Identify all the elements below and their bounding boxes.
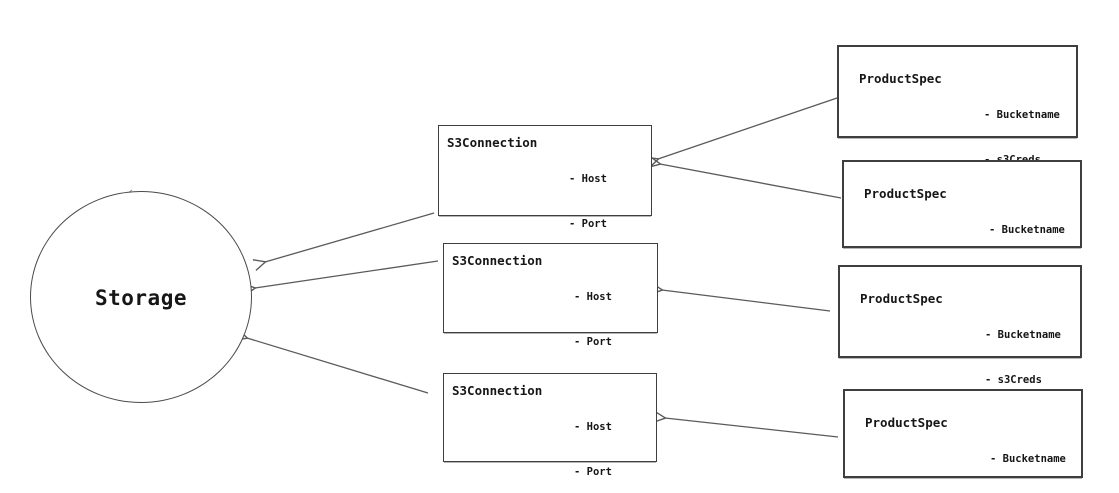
node-attribute: - s3Creds [985, 374, 1042, 386]
node-attributes: - Host - Port - TLS [574, 390, 612, 493]
node-attribute: - Bucketname [985, 329, 1061, 341]
s3-connection-node-1: S3Connection - Host - Port - TLS [438, 125, 652, 275]
storage-label: Storage [94, 286, 187, 310]
node-attributes: - Bucketname - s3Creds [990, 422, 1066, 493]
s3-connection-node-2: S3Connection - Host - Port - TLS [443, 243, 658, 393]
product-spec-node-4: ProductSpec - Bucketname - s3Creds [843, 389, 1083, 478]
arrow-s3connection2-to-storage [255, 260, 439, 288]
product-spec-node-1: ProductSpec - Bucketname - s3Creds [837, 45, 1078, 166]
storage-node: Storage [30, 191, 252, 403]
node-attribute: - Port [574, 336, 612, 348]
node-attribute: - Host [569, 173, 607, 185]
node-attributes: - Bucketname - s3Creds [985, 298, 1061, 418]
node-attribute: - Bucketname [990, 453, 1066, 465]
node-attribute: - Bucketname [989, 224, 1065, 236]
node-title: S3Connection [452, 383, 543, 398]
node-title: S3Connection [452, 253, 543, 268]
node-title: ProductSpec [860, 291, 943, 306]
product-spec-node-2: ProductSpec - Bucketname - s3Creds [842, 160, 1082, 281]
s3-connection-node-3: S3Connection - Host - Port - TLS [443, 373, 657, 478]
product-spec-node-3: ProductSpec - Bucketname - s3Creds [838, 265, 1082, 386]
node-title: ProductSpec [865, 415, 948, 430]
arrow-productspec1-to-s3connection1 [658, 97, 838, 159]
arrow-productspec3-to-s3connection2 [662, 290, 831, 312]
arrow-productspec4-to-s3connection3 [665, 418, 839, 438]
arrow-s3connection1-to-storage [265, 212, 435, 262]
node-attribute: - Port [574, 466, 612, 478]
node-title: S3Connection [447, 135, 538, 150]
node-attribute: - Host [574, 421, 612, 433]
node-title: ProductSpec [859, 71, 942, 86]
node-title: ProductSpec [864, 186, 947, 201]
node-attribute: - Host [574, 291, 612, 303]
node-attribute: - Port [569, 218, 607, 230]
arrow-s3connection3-to-storage [247, 338, 429, 394]
arrow-productspec2-to-s3connection1 [660, 164, 842, 199]
node-attribute: - Bucketname [984, 109, 1060, 121]
